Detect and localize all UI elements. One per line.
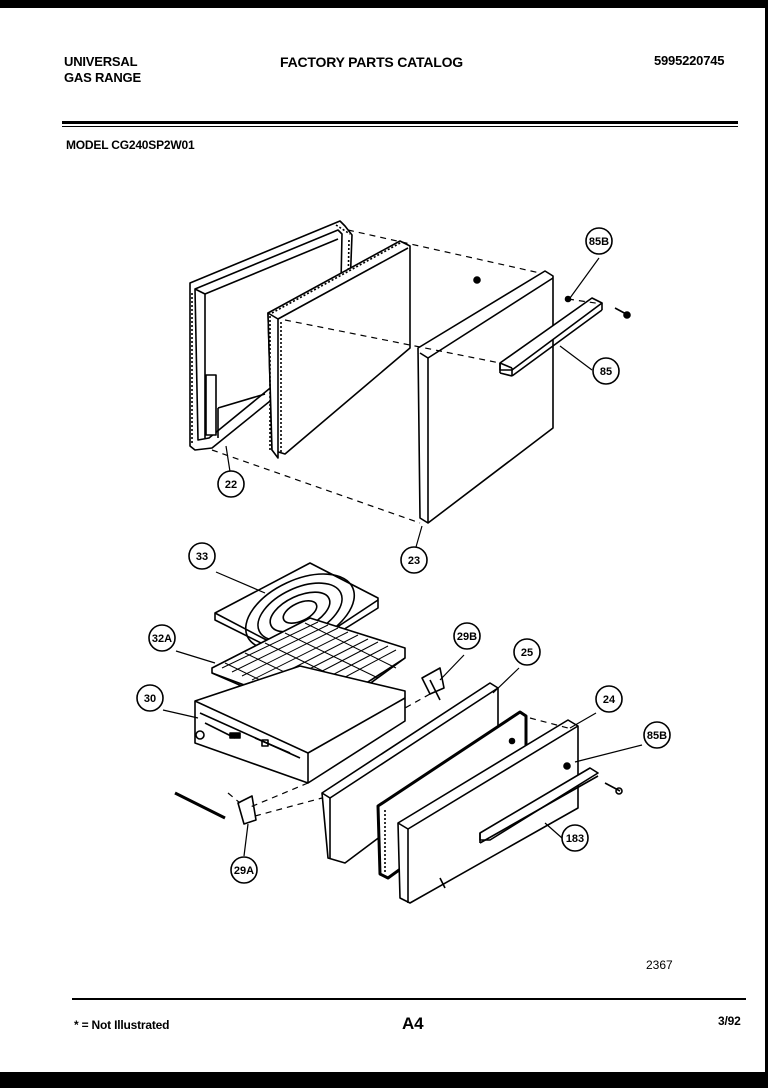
assembly-lines-upper <box>211 229 603 524</box>
callout-25: 25 <box>513 638 541 666</box>
svg-text:85B: 85B <box>647 730 667 742</box>
svg-text:24: 24 <box>603 694 616 706</box>
callout-85: 85 <box>592 357 620 385</box>
model-label: MODEL CG240SP2W01 <box>66 138 195 152</box>
drawer-handle <box>479 767 599 844</box>
revision-date: 3/92 <box>718 1014 741 1028</box>
callout-85B-bottom: 85B <box>643 721 671 749</box>
door-insulation-panel <box>267 240 411 459</box>
page-code: A4 <box>402 1014 424 1033</box>
assembly-lines-lower <box>227 693 569 817</box>
svg-text:183: 183 <box>566 833 584 845</box>
callout-183: 183 <box>561 824 589 852</box>
svg-text:32A: 32A <box>152 633 172 645</box>
brand-line-2: GAS RANGE <box>64 70 141 85</box>
callout-23: 23 <box>400 546 428 574</box>
callout-30: 30 <box>136 684 164 712</box>
svg-text:23: 23 <box>408 555 420 567</box>
not-illustrated-note: * = Not Illustrated <box>74 1018 170 1032</box>
catalog-page: UNIVERSAL GAS RANGE FACTORY PARTS CATALO… <box>0 8 765 1072</box>
callout-24: 24 <box>595 685 623 713</box>
header-rule <box>62 121 738 124</box>
drawing-number: 2367 <box>646 958 673 972</box>
svg-text:29B: 29B <box>457 631 477 643</box>
door-handle <box>499 297 603 377</box>
brand-line-1: UNIVERSAL <box>64 54 138 69</box>
outer-door-panel <box>417 270 554 524</box>
callout-33: 33 <box>188 542 216 570</box>
callout-22: 22 <box>217 470 245 498</box>
svg-text:85: 85 <box>600 366 612 378</box>
callout-29B: 29B <box>453 622 481 650</box>
drawer-slide-right <box>421 667 445 701</box>
brand-block: UNIVERSAL GAS RANGE <box>64 54 141 86</box>
drawer-slide-left <box>174 791 257 825</box>
exploded-parts-diagram: 85B 85 22 23 33 32A 29B 25 30 24 85B 183… <box>136 220 671 904</box>
callout-32A: 32A <box>148 624 176 652</box>
svg-text:30: 30 <box>144 693 156 705</box>
handle-screw <box>473 276 631 319</box>
drawer-front-panel <box>397 719 579 904</box>
callout-85B-top: 85B <box>585 227 613 255</box>
callout-group: 85B 85 22 23 33 32A 29B 25 30 24 85B 183… <box>136 227 671 884</box>
footer-rule <box>72 998 746 1000</box>
broiler-drawer-body <box>194 665 406 784</box>
drawer-handle-screw <box>508 737 623 795</box>
catalog-number: 5995220745 <box>654 53 725 68</box>
callout-29A: 29A <box>230 856 258 884</box>
svg-text:33: 33 <box>196 551 208 563</box>
page-title: FACTORY PARTS CATALOG <box>280 54 463 70</box>
svg-text:85B: 85B <box>589 236 609 248</box>
svg-text:29A: 29A <box>234 865 254 877</box>
svg-text:22: 22 <box>225 479 237 491</box>
header-rule-thin <box>62 126 738 127</box>
leader-lines <box>162 257 643 857</box>
svg-text:25: 25 <box>521 647 533 659</box>
